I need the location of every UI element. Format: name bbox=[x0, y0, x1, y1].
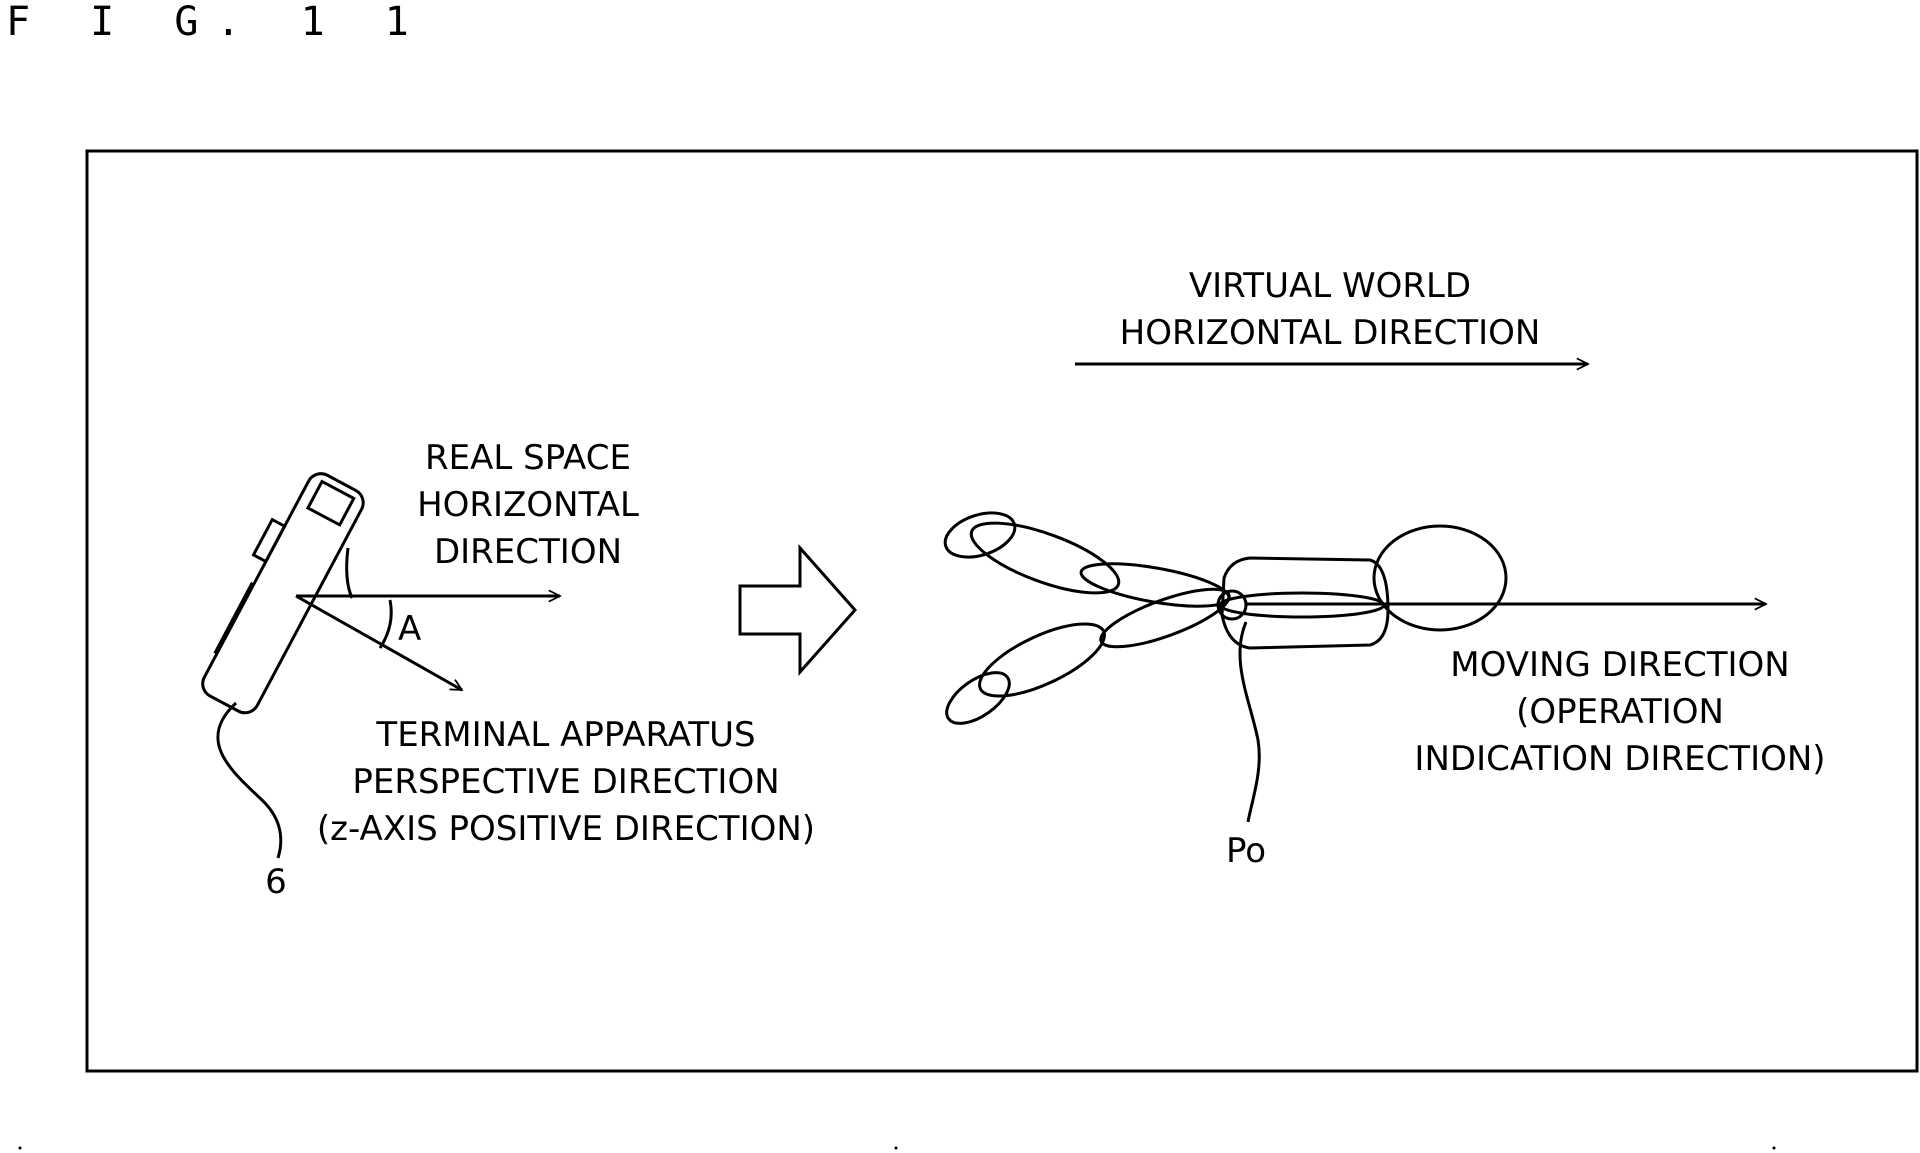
terminal-label-line-2: PERSPECTIVE DIRECTION bbox=[352, 762, 779, 802]
scan-mark bbox=[18, 1146, 22, 1150]
virtual-world-label-line-1: VIRTUAL WORLD bbox=[1189, 266, 1471, 306]
real-space-label-line-3: DIRECTION bbox=[434, 532, 622, 572]
player-character bbox=[943, 511, 1508, 725]
real-space-label-line-1: REAL SPACE bbox=[425, 438, 631, 478]
real-space-label-line-2: HORIZONTAL bbox=[417, 485, 639, 525]
terminal-perspective-arrow bbox=[295, 594, 462, 692]
terminal-apparatus bbox=[201, 472, 365, 715]
point-reference-label: Po bbox=[1226, 831, 1266, 871]
moving-direction-label-line-3: INDICATION DIRECTION) bbox=[1414, 739, 1825, 779]
scan-mark bbox=[894, 1146, 898, 1150]
moving-direction-label-line-2: (OPERATION bbox=[1516, 692, 1724, 732]
angle-label: A bbox=[398, 609, 421, 649]
device-reference-number: 6 bbox=[265, 862, 287, 902]
angle-arc bbox=[378, 599, 393, 649]
figure-label: F I G. 1 1 bbox=[6, 0, 427, 45]
virtual-world-label-line-2: HORIZONTAL DIRECTION bbox=[1120, 313, 1541, 353]
transition-arrow bbox=[738, 544, 858, 676]
po-leader-line bbox=[1238, 621, 1261, 823]
terminal-label-line-3: (z-AXIS POSITIVE DIRECTION) bbox=[317, 809, 815, 849]
diagram-frame bbox=[85, 149, 1919, 1073]
terminal-label-line-1: TERMINAL APPARATUS bbox=[375, 715, 755, 755]
device-leader-line bbox=[216, 701, 283, 859]
moving-direction-label-line-1: MOVING DIRECTION bbox=[1450, 645, 1789, 685]
scan-mark bbox=[1772, 1146, 1776, 1150]
